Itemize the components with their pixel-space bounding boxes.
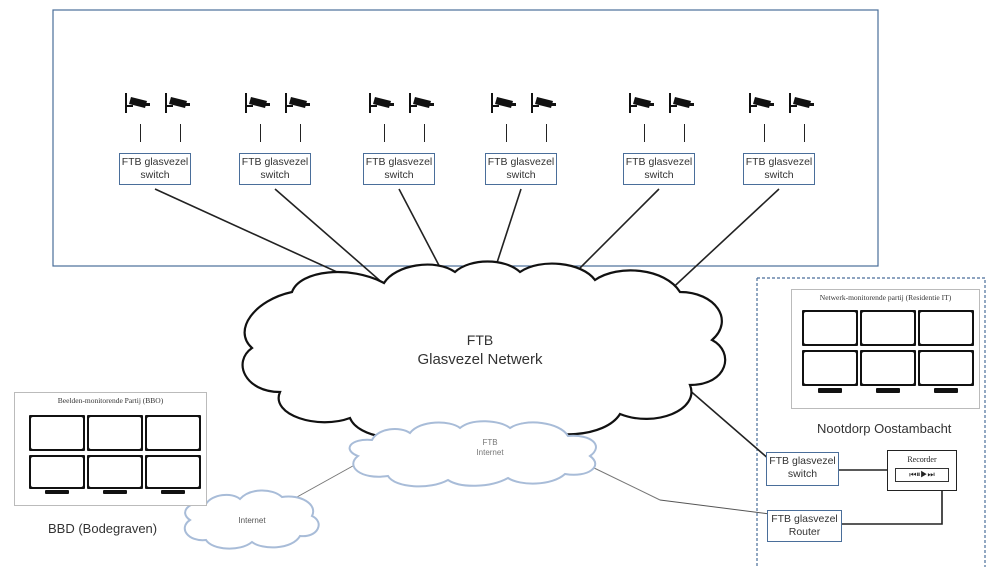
switch-label-line2: switch — [644, 169, 674, 181]
monitor-stand — [934, 388, 958, 393]
monitor-stand — [103, 490, 127, 494]
main-network-cloud — [241, 260, 727, 443]
recorder-label: Recorder — [907, 455, 937, 464]
camera-icon — [409, 93, 434, 113]
monitor-stand — [818, 388, 842, 393]
link-cloud-to-right-switch — [686, 387, 771, 461]
bbd-caption: BBD (Bodegraven) — [48, 521, 158, 536]
recorder-controls[interactable]: ⏮⏸▶⏭ — [895, 468, 949, 482]
monitor-icon — [918, 350, 974, 386]
switch-label-line2: switch — [384, 169, 414, 181]
camera-cable — [644, 124, 645, 142]
main-cloud-label: FTB Glasvezel Netwerk — [360, 330, 600, 370]
monitor-icon — [802, 310, 858, 346]
monitor-icon — [918, 310, 974, 346]
switch-label-line1: FTB glasvezel — [121, 156, 189, 168]
camera-cable — [180, 124, 181, 142]
switch-label-line1: FTB glasvezel — [487, 156, 555, 168]
nootdorp-fiber-switch[interactable]: FTB glasvezel switch — [766, 452, 839, 486]
camera-cable — [764, 124, 765, 142]
link-switch-4 — [492, 188, 522, 276]
main-cloud-label-line1: FTB — [466, 332, 494, 348]
nootdorp-caption: Nootdorp Oostambacht — [817, 421, 952, 436]
camera-cable — [140, 124, 141, 142]
camera-icon — [285, 93, 310, 113]
link-switch-2 — [274, 188, 386, 286]
router-label-line2: Router — [788, 526, 821, 538]
camera-icon — [125, 93, 150, 113]
internet-cloud — [183, 489, 320, 550]
monitor-icon — [29, 455, 85, 489]
camera-cable — [506, 124, 507, 142]
camera-icon — [749, 93, 774, 113]
camera-cable — [546, 124, 547, 142]
monitor-icon — [145, 415, 201, 451]
camera-cable — [684, 124, 685, 142]
monitor-icon — [860, 310, 916, 346]
monitor-stand — [45, 490, 69, 494]
camera-icon — [491, 93, 516, 113]
switch-links — [154, 188, 943, 525]
camera-site-frame — [52, 9, 879, 267]
bbo-panel-title: Beelden-monitorende Partij (BBO) — [57, 396, 164, 405]
switch-label-line2: switch — [260, 169, 290, 181]
internet-label: Internet — [238, 516, 266, 525]
ftb-internet-cloud — [348, 420, 597, 488]
monitor-stand — [876, 388, 900, 393]
nootdorp-dashed-frame — [756, 277, 986, 567]
camera-cable — [384, 124, 385, 142]
main-cloud-label-line2: Glasvezel Netwerk — [417, 351, 543, 368]
monitor-icon — [145, 455, 201, 489]
monitor-icon — [29, 415, 85, 451]
recorder-device[interactable]: Recorder ⏮⏸▶⏭ — [887, 450, 957, 491]
ftb-internet-label: FTB Internet — [430, 438, 550, 458]
nootdorp-fiber-router[interactable]: FTB glasvezel Router — [767, 510, 842, 542]
ftb-internet-label-line1: FTB — [482, 438, 498, 447]
switch-label-line2: switch — [140, 169, 170, 181]
monitor-icon — [860, 350, 916, 386]
camera-cable — [260, 124, 261, 142]
switch-label-line1: FTB glasvezel — [745, 156, 813, 168]
camera-cable — [424, 124, 425, 142]
internet-links — [296, 461, 771, 515]
bbo-monitor-panel: Beelden-monitorende Partij (BBO) — [14, 392, 207, 506]
camera-icon — [669, 93, 694, 113]
monitor-stand — [161, 490, 185, 494]
switch-label-line2: switch — [506, 169, 536, 181]
switch-label-line1: FTB glasvezel — [625, 156, 693, 168]
residentie-monitor-panel: Netwerk-monitorende partij (Residentie I… — [791, 289, 980, 409]
camera-icon — [629, 93, 654, 113]
camera-icon — [165, 93, 190, 113]
link-switch-3 — [398, 188, 445, 276]
monitor-icon — [87, 415, 143, 451]
link-switch-6 — [664, 188, 780, 296]
switch-label-line2: switch — [787, 468, 818, 480]
monitor-icon — [87, 455, 143, 489]
switch-label-line1: FTB glasvezel — [365, 156, 433, 168]
camera-icon — [369, 93, 394, 113]
switch-label-line1: FTB glasvezel — [769, 455, 836, 467]
camera-cable — [804, 124, 805, 142]
link-recorder-to-router — [842, 491, 943, 525]
residentie-panel-title: Netwerk-monitorende partij (Residentie I… — [819, 293, 952, 302]
camera-cable — [300, 124, 301, 142]
router-label-line1: FTB glasvezel — [771, 513, 838, 525]
switch-label-line2: switch — [764, 169, 794, 181]
camera-icon — [245, 93, 270, 113]
switch-label-line1: FTB glasvezel — [241, 156, 309, 168]
monitor-icon — [802, 350, 858, 386]
ftb-internet-label-line2: Internet — [476, 448, 504, 457]
camera-icon — [789, 93, 814, 113]
camera-icon — [531, 93, 556, 113]
